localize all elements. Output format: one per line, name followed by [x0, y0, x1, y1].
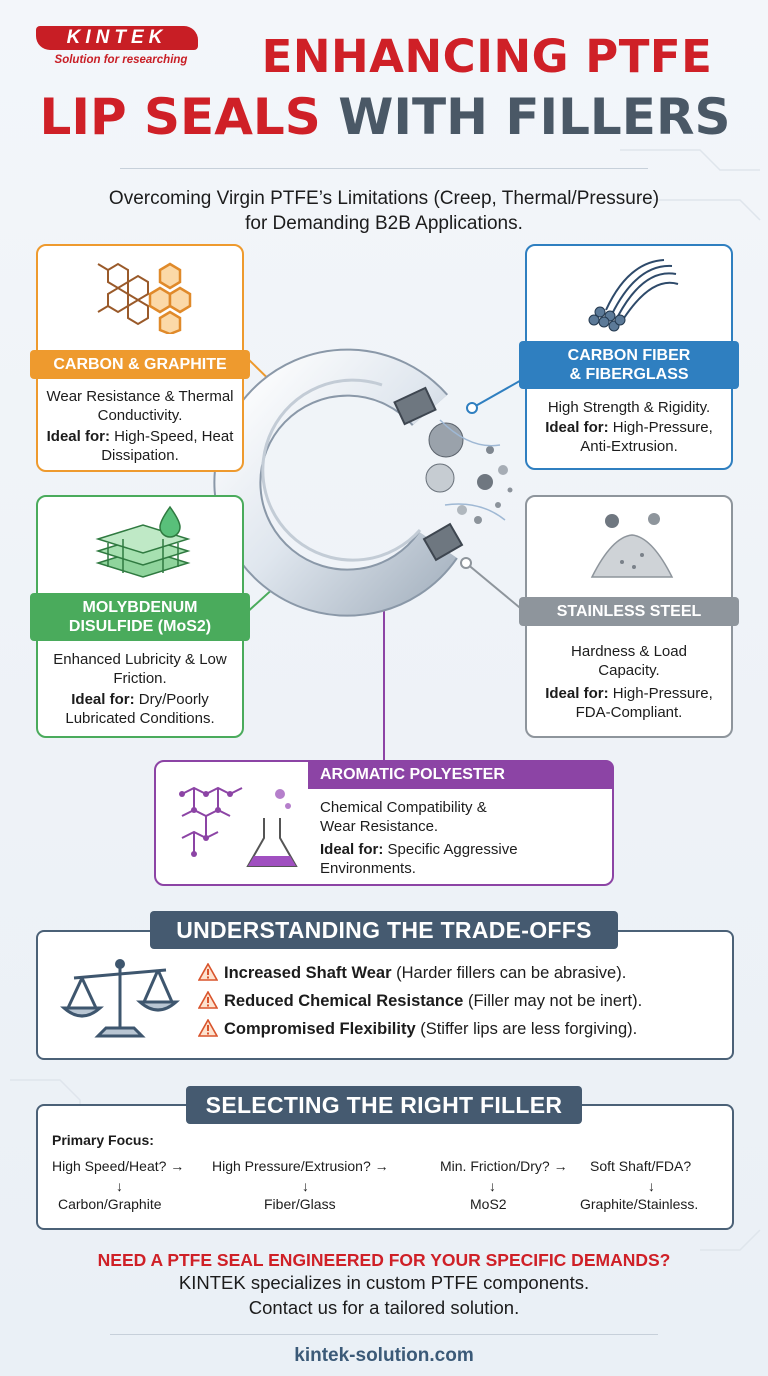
tradeoffs-section: Increased Shaft Wear (Harder fillers can… [36, 930, 734, 1060]
ideal-value: Dry/Poorly Lubricated Conditions. [65, 691, 215, 727]
warning-icon [198, 963, 218, 981]
subtitle-line2: for Demanding B2B Applications. [245, 213, 523, 234]
question-pressure: High Pressure/Extrusion? → [212, 1158, 389, 1174]
card-carbon-fiber: CARBON FIBER & FIBERGLASS High Strength … [519, 244, 739, 470]
warning-icon [198, 991, 218, 1009]
label-mos2-line1: MOLYBDENUM [82, 599, 198, 616]
page-title-line1: ENHANCING PTFE [261, 30, 713, 83]
label-aromatic-polyester: AROMATIC POLYESTER [308, 760, 614, 789]
ideal-label: Ideal for: [320, 841, 384, 858]
label-mos2-line2: DISULFIDE (MoS2) [68, 618, 212, 635]
subtitle: Overcoming Virgin PTFE’s Limitations (Cr… [30, 186, 738, 236]
ideal-label: Ideal for: [545, 685, 609, 702]
polymer-flask-icon [179, 786, 298, 867]
filler-particles-icon [425, 419, 513, 524]
ideal-aromatic-polyester: Ideal for: Specific Aggressive Environme… [320, 840, 552, 878]
ideal-carbon-graphite: Ideal for: High-Speed, Heat Dissipation. [44, 427, 236, 465]
layered-lubricant-icon [95, 505, 191, 578]
balance-scale-icon [60, 959, 180, 1038]
down-arrow: ↓ [648, 1178, 655, 1194]
desc-carbon-fiber: High Strength & Rigidity. [547, 399, 711, 416]
tradeoff-bold: Compromised Flexibility [224, 1020, 416, 1038]
down-arrow: ↓ [302, 1178, 309, 1194]
cta-line1: KINTEK specializes in custom PTFE compon… [178, 1272, 590, 1293]
tradeoff-item: Increased Shaft Wear (Harder fillers can… [198, 963, 626, 983]
desc-aromatic-polyester: Chemical Compatibility & Wear Resistance… [320, 799, 487, 835]
title-grey-part: WITH FILLERS [338, 88, 731, 146]
ideal-label: Ideal for: [46, 428, 110, 445]
desc-mos2: Enhanced Lubricity & Low Friction. [53, 651, 227, 687]
cta-title: NEED A PTFE SEAL ENGINEERED FOR YOUR SPE… [97, 1250, 671, 1270]
fiber-bundle-icon [588, 259, 679, 332]
ideal-mos2: Ideal for: Dry/Poorly Lubricated Conditi… [44, 690, 236, 728]
ideal-value: High-Pressure, FDA-Compliant. [575, 685, 713, 721]
label-carbon-fiber-line1: CARBON FIBER [567, 347, 691, 364]
question-speed-heat: High Speed/Heat? → [52, 1158, 185, 1174]
ideal-value: High-Pressure, Anti-Extrusion. [580, 419, 713, 455]
card-mos2: MOLYBDENUM DISULFIDE (MoS2) Enhanced Lub… [30, 495, 250, 738]
card-stainless-steel: STAINLESS STEEL Hardness & Load Capacity… [519, 495, 739, 738]
card-aromatic-polyester: AROMATIC POLYESTER Chemical Compatibilit… [154, 760, 614, 886]
down-arrow: ↓ [116, 1178, 123, 1194]
cta-line2: Contact us for a tailored solution. [248, 1297, 520, 1318]
page-title-line2: LIP SEALS WITH FILLERS [30, 88, 740, 146]
desc-stainless-steel: Hardness & Load Capacity. [571, 643, 687, 679]
subtitle-line1: Overcoming Virgin PTFE’s Limitations (Cr… [108, 188, 660, 209]
seal-diagram [213, 348, 526, 762]
down-arrow: ↓ [489, 1178, 496, 1194]
tradeoff-item: Reduced Chemical Resistance (Filler may … [198, 991, 642, 1011]
powder-pile-icon [590, 513, 674, 578]
question-friction: Min. Friction/Dry? → [440, 1158, 568, 1174]
ideal-label: Ideal for: [545, 419, 609, 436]
answer-carbon-graphite: Carbon/Graphite [58, 1196, 162, 1212]
tradeoff-note: (Stiffer lips are less forgiving). [420, 1020, 638, 1038]
tradeoff-bold: Increased Shaft Wear [224, 964, 392, 982]
label-carbon-graphite: CARBON & GRAPHITE [30, 350, 250, 379]
answer-graphite-stainless: Graphite/Stainless. [580, 1196, 699, 1212]
answer-mos2: MoS2 [470, 1196, 507, 1212]
label-mos2: MOLYBDENUM DISULFIDE (MoS2) [30, 593, 250, 641]
desc-carbon-graphite: Wear Resistance & Thermal Conductivity. [46, 388, 234, 424]
label-carbon-fiber-line2: & FIBERGLASS [569, 366, 689, 383]
tradeoff-bold: Reduced Chemical Resistance [224, 992, 464, 1010]
question-soft-shaft: Soft Shaft/FDA? [590, 1158, 692, 1174]
ideal-stainless-steel: Ideal for: High-Pressure, FDA-Compliant. [533, 684, 725, 722]
tradeoff-note: (Harder fillers can be abrasive). [396, 964, 627, 982]
website-link[interactable]: kintek-solution.com [294, 1345, 474, 1366]
kintek-logo[interactable]: KINTEK [36, 26, 198, 50]
label-carbon-fiber: CARBON FIBER & FIBERGLASS [519, 341, 739, 389]
footer-divider [110, 1334, 658, 1335]
title-red-part: LIP SEALS [39, 88, 321, 146]
ideal-value: High-Speed, Heat Dissipation. [101, 428, 234, 464]
ptfe-seal-ring-icon [213, 348, 464, 617]
hexagon-lattice-icon [97, 262, 192, 334]
selection-section: Primary Focus: High Speed/Heat? → High P… [36, 1104, 734, 1230]
title-divider [120, 168, 648, 169]
ideal-value: Specific Aggressive Environments. [320, 841, 518, 877]
answer-fiber-glass: Fiber/Glass [264, 1196, 336, 1212]
connector-stainless [465, 562, 526, 613]
selection-title: SELECTING THE RIGHT FILLER [186, 1086, 582, 1124]
ideal-label: Ideal for: [71, 691, 135, 708]
label-stainless-steel: STAINLESS STEEL [519, 597, 739, 626]
tradeoffs-title: UNDERSTANDING THE TRADE-OFFS [150, 911, 618, 949]
ideal-carbon-fiber: Ideal for: High-Pressure, Anti-Extrusion… [533, 418, 725, 456]
logo-tagline: Solution for researching [54, 54, 188, 66]
tradeoff-note: (Filler may not be inert). [467, 992, 643, 1010]
card-carbon-graphite: CARBON & GRAPHITE Wear Resistance & Ther… [30, 244, 250, 472]
primary-focus-label: Primary Focus: [52, 1132, 154, 1148]
connector-carbon-fiber [471, 377, 526, 409]
warning-icon [198, 1019, 218, 1037]
tradeoff-item: Compromised Flexibility (Stiffer lips ar… [198, 1019, 637, 1039]
